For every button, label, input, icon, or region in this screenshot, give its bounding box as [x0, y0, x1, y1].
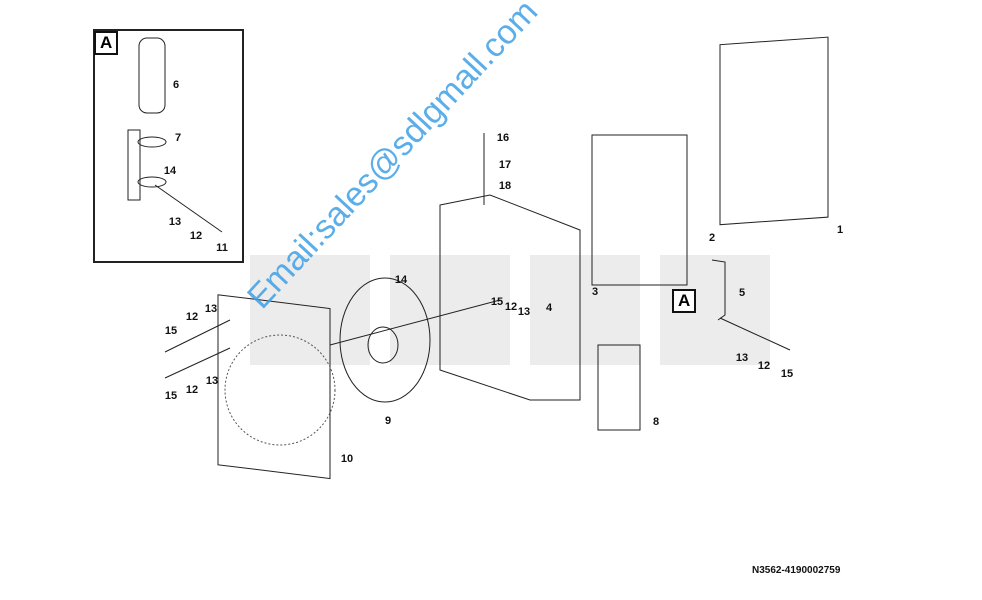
bracket — [127, 129, 141, 201]
callout: 5 — [738, 287, 746, 299]
callout: 1 — [836, 224, 844, 236]
callout: 4 — [545, 302, 553, 314]
callout: 11 — [216, 242, 228, 254]
front-grille-plate — [217, 294, 331, 480]
callout: 12 — [185, 384, 199, 396]
callout: 13 — [517, 306, 531, 318]
callout: 8 — [652, 416, 660, 428]
callout: 6 — [172, 79, 180, 91]
fan-shroud — [439, 194, 581, 401]
callout: 9 — [384, 415, 392, 427]
callout: 13 — [204, 303, 218, 315]
callout: 15 — [164, 325, 178, 337]
callout: 12 — [189, 230, 203, 242]
logo-watermark — [250, 255, 770, 365]
callout: 13 — [205, 375, 219, 387]
cover-panel — [597, 344, 641, 431]
callout: 2 — [708, 232, 716, 244]
rear-grille — [719, 36, 829, 226]
callout: 17 — [498, 159, 512, 171]
detail-reference-label: A — [672, 289, 697, 313]
pipe — [711, 259, 726, 321]
callout: 13 — [168, 216, 182, 228]
callout: 12 — [757, 360, 771, 372]
callout: 7 — [174, 132, 182, 144]
fan-grille-mesh — [224, 334, 336, 446]
drawing-number: N3562-4190002759 — [752, 565, 841, 576]
callout: 15 — [780, 368, 794, 380]
callout: 13 — [735, 352, 749, 364]
fan — [339, 277, 431, 403]
callout: 12 — [185, 311, 199, 323]
callout: 14 — [163, 165, 177, 177]
detail-inset-frame — [93, 29, 244, 263]
callout: 14 — [394, 274, 408, 286]
callout: 15 — [490, 296, 504, 308]
receiver-drier — [138, 37, 166, 114]
callout: 10 — [340, 453, 354, 465]
callout: 12 — [504, 301, 518, 313]
callout: 3 — [591, 286, 599, 298]
condenser — [591, 134, 688, 286]
detail-label: A — [94, 31, 119, 55]
callout: 15 — [164, 390, 178, 402]
callout: 18 — [498, 180, 512, 192]
callout: 16 — [496, 132, 510, 144]
